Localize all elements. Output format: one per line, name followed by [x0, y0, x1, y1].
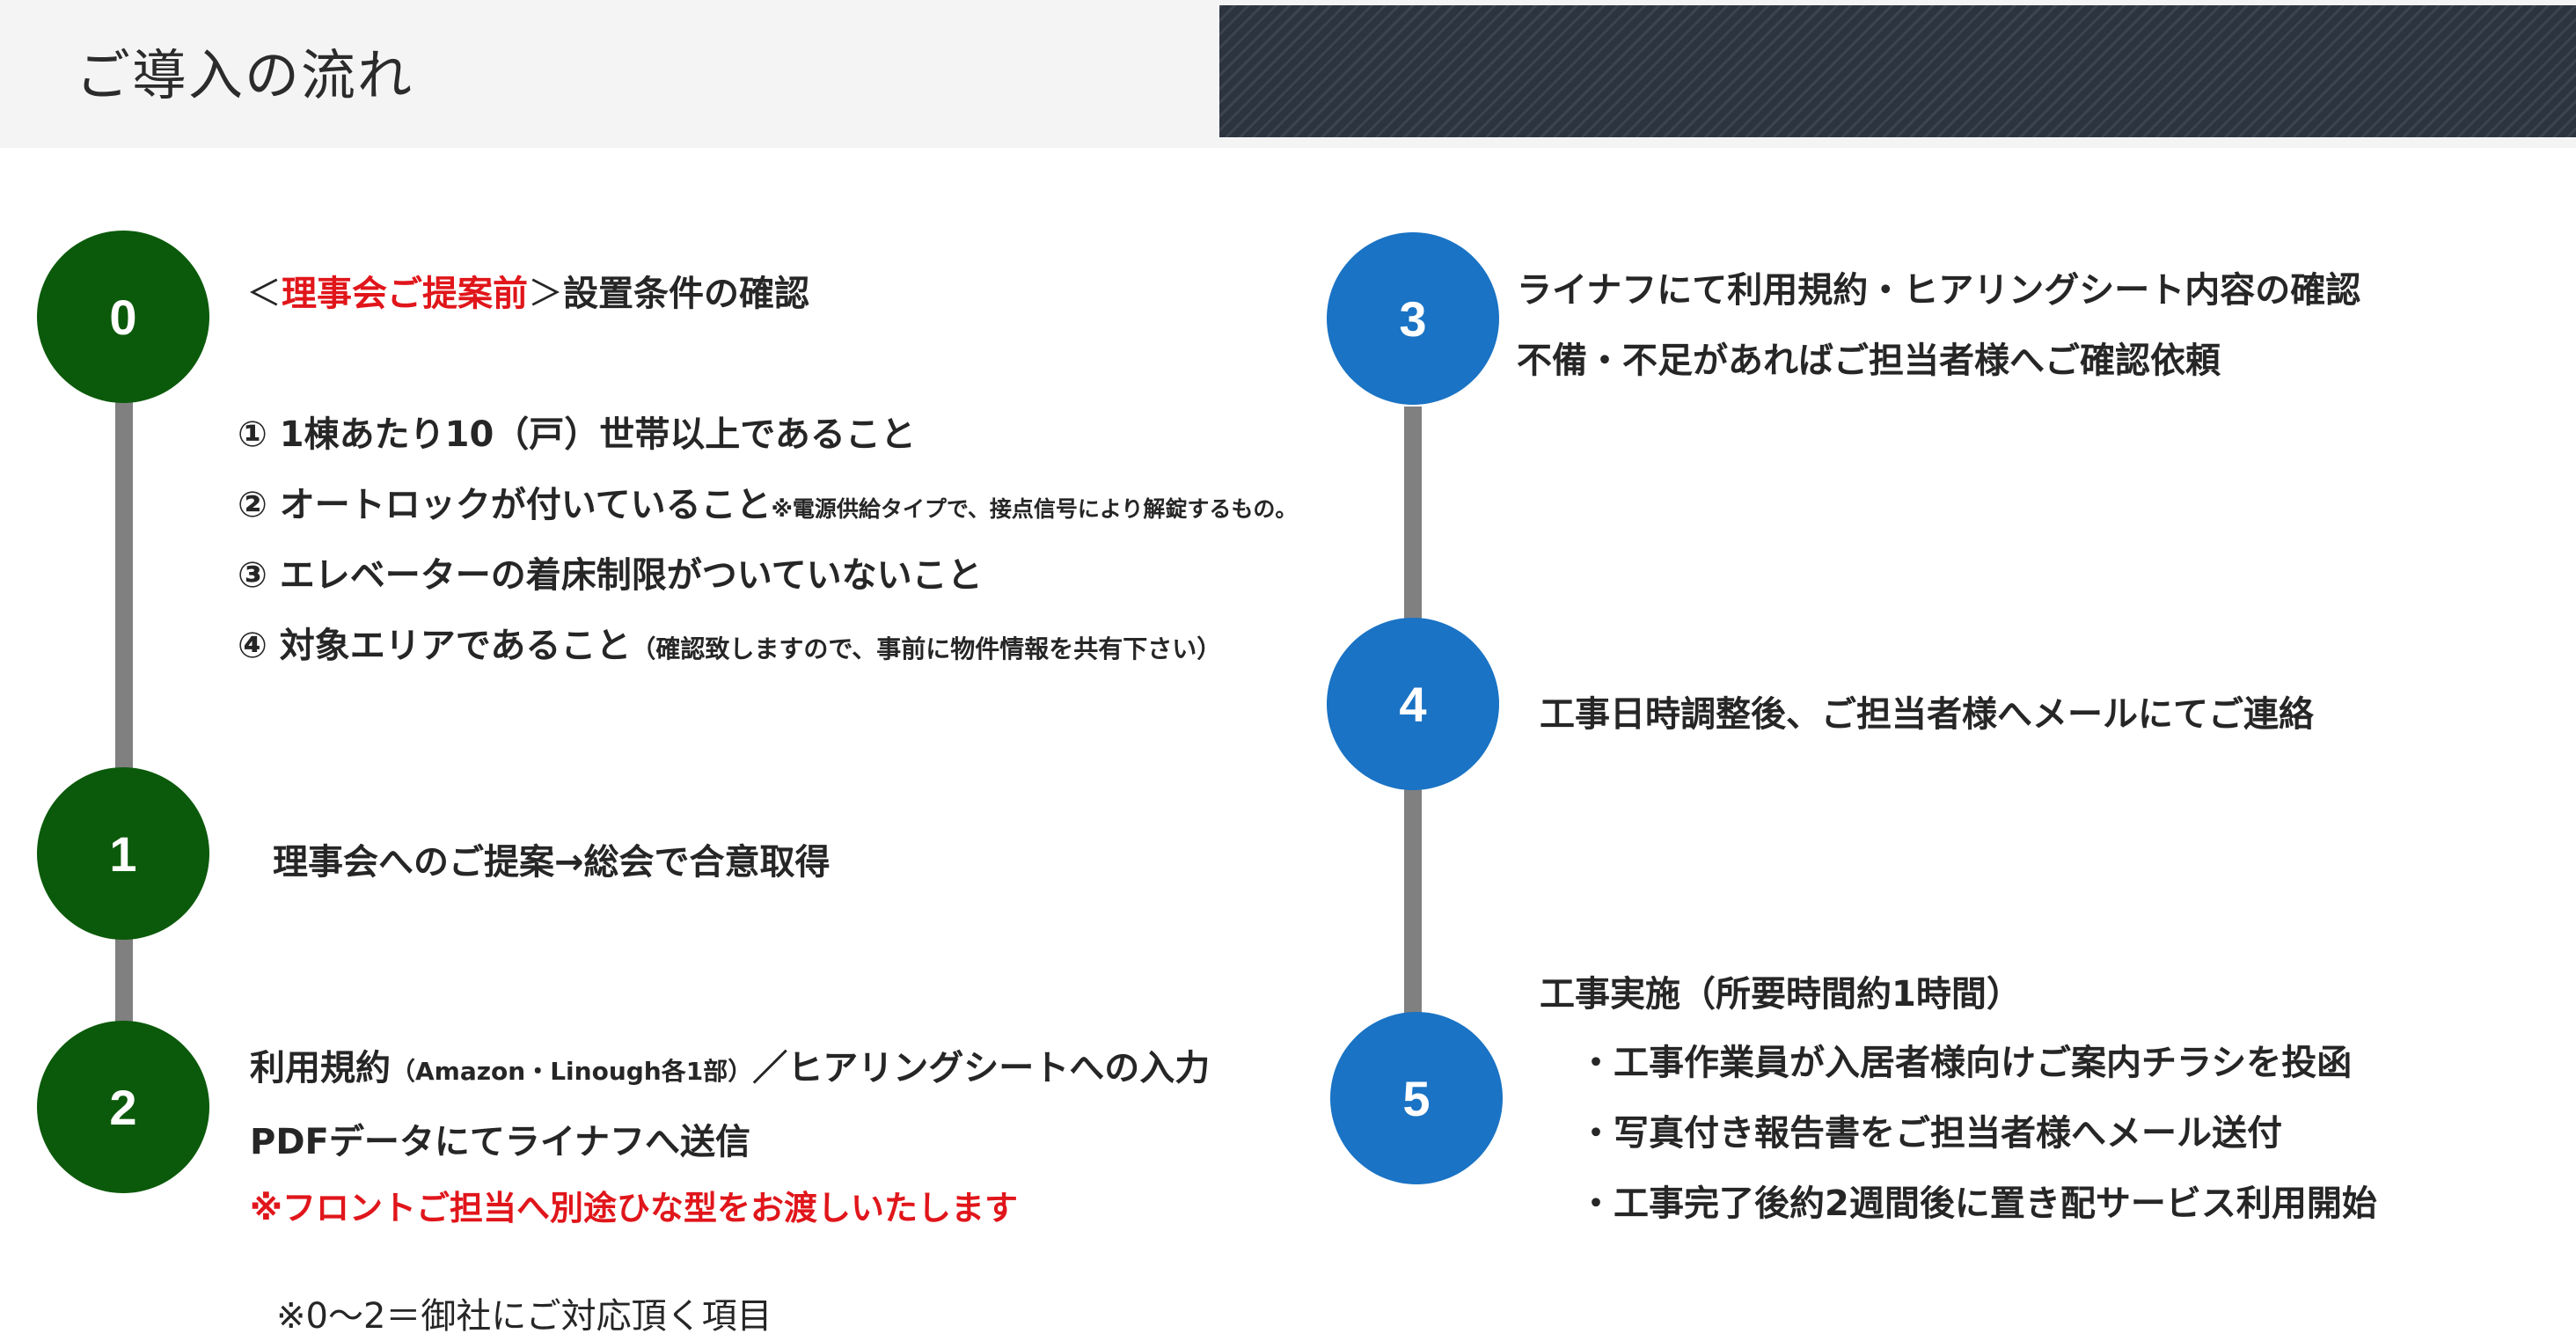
step-0-bracket-open: ＜ — [246, 274, 282, 314]
step-1-text: 理事会へのご提案→総会で合意取得 — [273, 842, 831, 883]
condition-2: ② オートロックが付いていること※電源供給タイプで、接点信号により解錠するもの。 — [238, 480, 1297, 534]
step-3-number: 3 — [1399, 290, 1427, 347]
step-5-title: 工事実施（所要時間約1時間） — [1540, 974, 2022, 1015]
step-2-hearing-sheet: ／ヒアリングシートへの入力 — [752, 1048, 1211, 1088]
step-5-bullet-3: ・工事完了後約2週間後に置き配サービス利用開始 — [1578, 1183, 2377, 1224]
step-1-circle: 1 — [37, 767, 209, 940]
step-5-bullet-1: ・工事作業員が入居者様向けご案内チラシを投函 — [1578, 1043, 2353, 1083]
decorative-header-pattern — [1219, 5, 2576, 137]
step-0-title-rest: 設置条件の確認 — [563, 274, 809, 314]
step-2-line2: PDFデータにてライナフへ送信 — [250, 1122, 751, 1162]
condition-2-note: ※電源供給タイプで、接点信号により解錠するもの。 — [771, 496, 1298, 522]
step-0-number: 0 — [109, 289, 137, 345]
step-3-circle: 3 — [1327, 232, 1499, 405]
step-2-terms-note: （Amazon・Linough各1部） — [391, 1057, 753, 1086]
condition-4-note: （確認致しますので、事前に物件情報を共有下さい） — [631, 634, 1222, 663]
step-1-number: 1 — [109, 825, 137, 882]
step-2-note: ※フロントご担当へ別途ひな型をお渡しいたします — [250, 1189, 1018, 1227]
step-0-highlight: 理事会ご提案前 — [282, 274, 528, 314]
timeline-connector-1-2 — [115, 933, 133, 1030]
step-5-number: 5 — [1402, 1070, 1431, 1126]
step-3-line1: ライナフにて利用規約・ヒアリングシート内容の確認 — [1517, 270, 2361, 311]
step-4-text: 工事日時調整後、ご担当者様へメールにてご連絡 — [1540, 694, 2314, 735]
step-2-circle: 2 — [37, 1021, 209, 1193]
condition-1-text: ① 1棟あたり10（戸）世帯以上であること — [238, 414, 916, 455]
step-5-bullet-2: ・写真付き報告書をご担当者様へメール送付 — [1578, 1113, 2282, 1154]
step-4-circle: 4 — [1327, 618, 1499, 790]
step-2-line1: 利用規約（Amazon・Linough各1部）／ヒアリングシートへの入力 — [250, 1044, 1210, 1096]
step-4-number: 4 — [1399, 676, 1427, 732]
step-5-circle: 5 — [1330, 1012, 1503, 1184]
condition-3: ③ エレベーターの着床制限がついていないこと — [238, 551, 983, 600]
step-0-bracket-close: ＞ — [528, 274, 563, 314]
condition-1: ① 1棟あたり10（戸）世帯以上であること — [238, 410, 916, 459]
timeline-connector-3-4 — [1404, 407, 1422, 627]
step-0-title: ＜理事会ご提案前＞設置条件の確認 — [246, 269, 809, 319]
step-0-circle: 0 — [37, 231, 209, 403]
timeline-connector-0-1 — [115, 396, 133, 774]
timeline-connector-4-5 — [1404, 783, 1422, 1021]
condition-4: ④ 対象エリアであること（確認致しますので、事前に物件情報を共有下さい） — [238, 621, 1221, 674]
condition-2-text: ② オートロックが付いていること — [238, 485, 772, 525]
step-3-line2: 不備・不足があればご担当者様へご確認依頼 — [1517, 341, 2221, 381]
step-2-number: 2 — [109, 1079, 137, 1135]
step-2-terms: 利用規約 — [250, 1048, 391, 1088]
footer-note: ※0～2＝御社にご対応頂く項目 — [276, 1296, 772, 1337]
condition-4-text: ④ 対象エリアであること — [238, 626, 632, 666]
page-title: ご導入の流れ — [76, 43, 414, 107]
condition-3-text: ③ エレベーターの着床制限がついていないこと — [238, 555, 983, 596]
